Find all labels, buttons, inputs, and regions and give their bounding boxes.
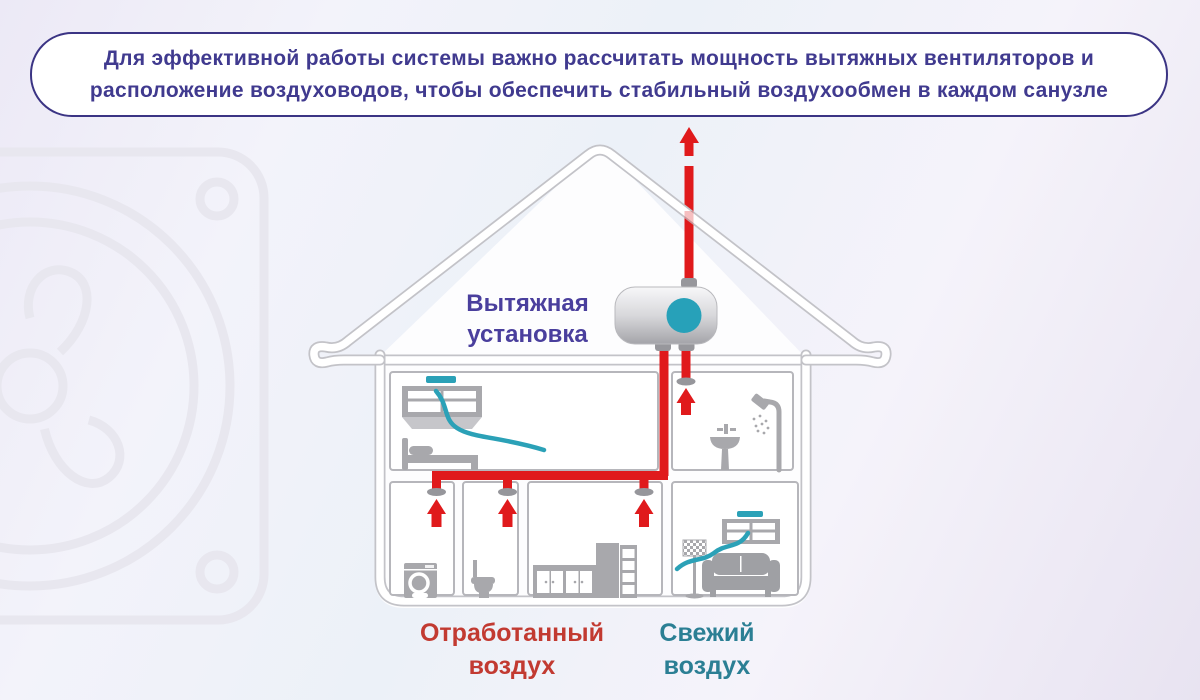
bathroom-furniture xyxy=(710,393,782,473)
sink-icon xyxy=(710,424,740,470)
exhaust-unit-label-line1: Вытяжная xyxy=(466,290,589,317)
banner-text-line1: Для эффективной работы системы важно рас… xyxy=(103,46,1095,70)
exhaust-unit-label: Вытяжная установка xyxy=(440,288,615,350)
exhaust-unit-icon xyxy=(614,278,718,351)
fresh-air-label-line2: воздух xyxy=(663,652,751,680)
sofa-icon xyxy=(702,553,780,597)
exhaust-duct-riser xyxy=(659,343,669,476)
fan-circle xyxy=(666,298,702,333)
bedroom-furniture xyxy=(402,376,547,470)
fresh-air-flow-icon xyxy=(433,388,547,453)
toilet-icon xyxy=(471,560,495,598)
fresh-air-flow-icon xyxy=(674,530,751,572)
duct-roof-crossing xyxy=(684,211,694,225)
exhaust-duct-chimney xyxy=(684,166,694,288)
floor-lamp-icon xyxy=(682,539,707,599)
washing-machine-icon xyxy=(404,563,437,598)
fan-icon xyxy=(0,147,269,625)
living-room-furniture xyxy=(674,511,780,599)
ceiling-vent-icon xyxy=(737,511,763,517)
kitchen-cabinets-icon xyxy=(533,543,637,598)
exhaust-air-label-line2: воздух xyxy=(468,652,556,680)
exhaust-duct-bathroom xyxy=(681,343,691,379)
duct-connector-icon xyxy=(427,377,696,496)
banner-text-line2: расположение воздуховодов, чтобы обеспеч… xyxy=(89,78,1109,102)
house-outline xyxy=(308,144,892,607)
fresh-air-label-line1: Свежий xyxy=(659,619,755,647)
exhaust-air-label: Отработанный воздух xyxy=(412,617,612,683)
exhaust-air-label-line1: Отработанный xyxy=(419,619,605,647)
rooms xyxy=(389,371,799,596)
exhaust-duct-manifold xyxy=(432,471,668,480)
ceiling-vent-icon xyxy=(426,376,456,383)
room-bathroom xyxy=(671,371,794,471)
banner: Для эффективной работы системы важно рас… xyxy=(30,32,1168,117)
fresh-air-label: Свежий воздух xyxy=(627,617,787,683)
window-icon xyxy=(722,519,780,544)
exhaust-duct-system xyxy=(427,127,699,527)
exhaust-unit-label-line2: установка xyxy=(467,321,588,348)
exhaust-arrow-icon xyxy=(427,127,699,527)
shower-icon xyxy=(751,393,782,473)
bed-icon xyxy=(402,438,478,470)
window-icon xyxy=(402,386,482,429)
